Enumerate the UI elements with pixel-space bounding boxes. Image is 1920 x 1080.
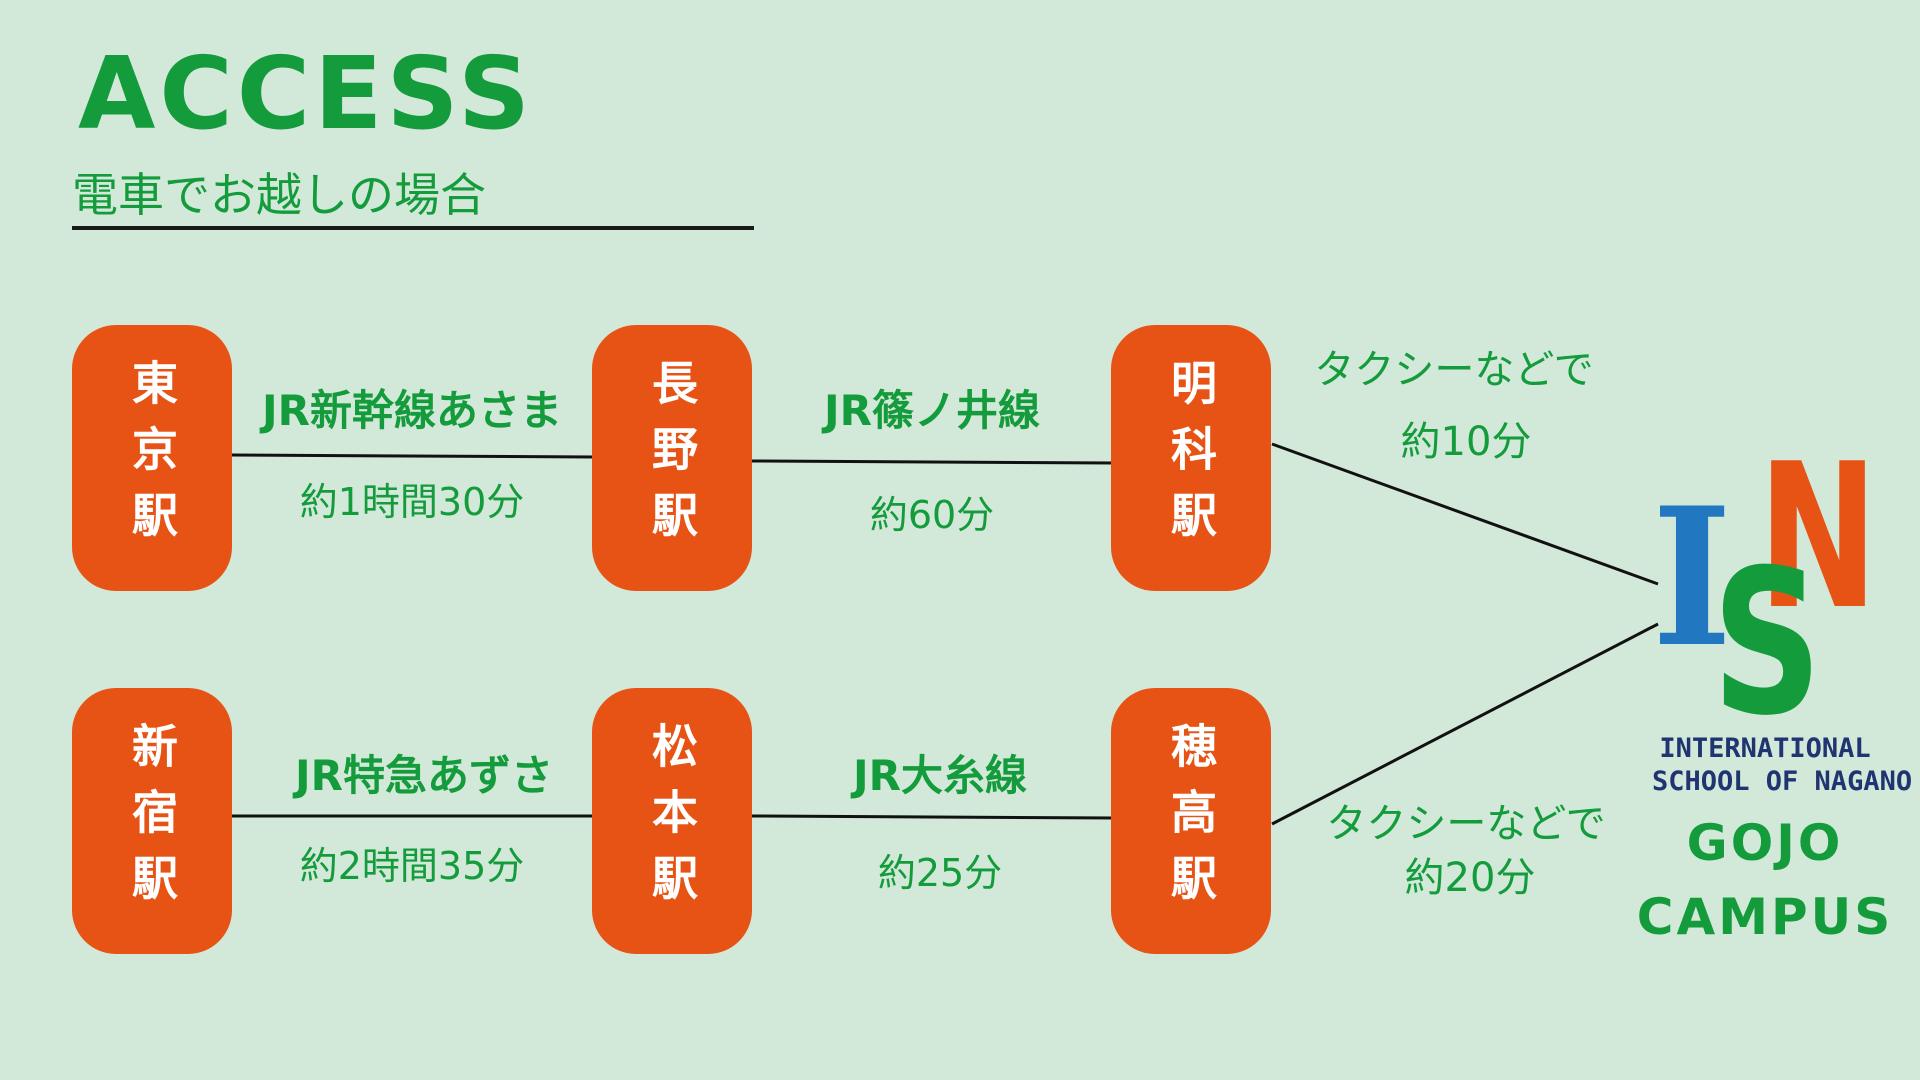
campus-name-line2: CAMPUS	[1636, 888, 1894, 946]
leg-line-nagano-akashina: JR篠ノ井線	[824, 386, 1040, 435]
station-tokyo-label: 東京駅	[125, 359, 179, 557]
station-matsumoto: 松本駅	[592, 688, 752, 954]
station-nagano-label: 長野駅	[645, 359, 699, 557]
station-hotaka-label: 穂高駅	[1164, 722, 1218, 920]
station-matsumoto-label: 松本駅	[645, 722, 699, 920]
station-nagano: 長野駅	[592, 325, 752, 591]
station-hotaka: 穂高駅	[1111, 688, 1271, 954]
final-mode-akashina: タクシーなどで	[1314, 347, 1594, 393]
leg-time-tokyo-nagano: 約1時間30分	[299, 480, 525, 524]
subtitle-underline	[72, 226, 754, 230]
station-akashina: 明科駅	[1111, 325, 1271, 591]
logo-letter-n: N	[1758, 430, 1878, 654]
logo-letter-s: S	[1712, 527, 1822, 730]
campus-name-line1: GOJO	[1686, 814, 1844, 872]
connector-akashina-school	[1271, 442, 1659, 586]
connector-hotaka-school	[1271, 622, 1659, 826]
station-shinjuku-label: 新宿駅	[125, 722, 179, 920]
station-tokyo: 東京駅	[72, 325, 232, 591]
station-akashina-label: 明科駅	[1164, 359, 1218, 557]
logo-letter-i: I	[1652, 466, 1732, 689]
leg-time-shinjuku-matsumoto: 約2時間35分	[299, 844, 525, 888]
connector-tokyo-nagano	[231, 453, 595, 459]
leg-time-matsumoto-hotaka: 約25分	[877, 851, 1003, 895]
leg-line-shinjuku-matsumoto: JR特急あずさ	[295, 751, 553, 800]
station-shinjuku: 新宿駅	[72, 688, 232, 954]
final-time-hotaka: 約20分	[1404, 855, 1536, 901]
connector-matsumoto-hotaka	[751, 814, 1115, 820]
school-logo: N S I	[1652, 430, 1878, 730]
leg-line-tokyo-nagano: JR新幹線あさま	[262, 386, 562, 435]
connector-nagano-akashina	[751, 459, 1115, 465]
final-time-akashina: 約10分	[1400, 419, 1532, 465]
school-name-line1: INTERNATIONAL	[1659, 733, 1871, 764]
leg-line-matsumoto-hotaka: JR大糸線	[853, 751, 1027, 800]
school-name-line2: SCHOOL OF NAGANO	[1652, 766, 1913, 797]
page-title: ACCESS	[78, 35, 535, 152]
page-subtitle: 電車でお越しの場合	[72, 168, 486, 222]
final-mode-hotaka: タクシーなどで	[1326, 801, 1606, 847]
leg-time-nagano-akashina: 約60分	[869, 493, 995, 537]
